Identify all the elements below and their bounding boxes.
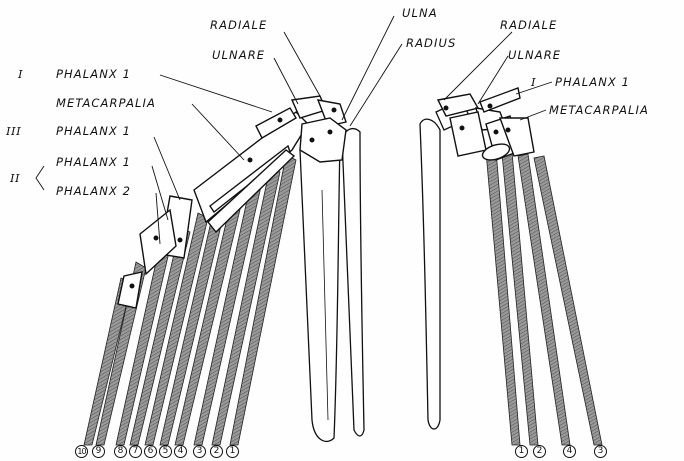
feather-number: 3 — [193, 445, 206, 458]
feather-number: 2 — [210, 445, 223, 458]
right-feathers — [486, 150, 602, 445]
feather-number: 1 — [515, 445, 528, 458]
feather-number: 3 — [594, 445, 607, 458]
label-digit-i-roman-left: I — [18, 68, 23, 81]
feather-number: 8 — [114, 445, 127, 458]
label-digit-i-phalanx-right: PHALANX 1 — [555, 76, 630, 89]
feather-number: 1 — [226, 445, 239, 458]
feather-number: 9 — [92, 445, 105, 458]
feather-number: 7 — [129, 445, 142, 458]
feather-number: 6 — [144, 445, 157, 458]
label-ulnare-left: ULNARE — [212, 49, 265, 62]
feather-number: 4 — [563, 445, 576, 458]
feather-number: 4 — [174, 445, 187, 458]
label-ulna: ULNA — [402, 7, 438, 20]
digit-ii-bracket — [36, 166, 44, 190]
label-digit-i-phalanx-left: PHALANX 1 — [56, 68, 131, 81]
label-digit-ii-phalanx1: PHALANX 1 — [56, 156, 131, 169]
label-radius: RADIUS — [406, 37, 456, 50]
label-digit-ii-roman: II — [10, 172, 20, 185]
label-radiale-left: RADIALE — [210, 19, 267, 32]
label-metacarpalia-left: METACARPALIA — [56, 97, 156, 110]
right-hand-bones — [438, 88, 534, 163]
left-digit-iii-phalanx — [118, 272, 142, 308]
label-ulnare-right: ULNARE — [508, 49, 561, 62]
label-metacarpalia-right: METACARPALIA — [549, 104, 649, 117]
left-feathers — [84, 155, 296, 445]
feather-number: 5 — [159, 445, 172, 458]
left-forearm — [300, 129, 364, 442]
feather-number: 10 — [75, 445, 88, 458]
label-digit-iii-roman: III — [6, 125, 21, 138]
left-radius-bone — [342, 129, 364, 436]
label-digit-i-roman-right: I — [531, 76, 536, 89]
label-digit-ii-phalanx2: PHALANX 2 — [56, 185, 131, 198]
left-ulna-bone — [300, 134, 340, 441]
feather-number: 2 — [533, 445, 546, 458]
right-ulna-bone — [420, 119, 440, 429]
label-radiale-right: RADIALE — [500, 19, 557, 32]
label-digit-iii-phalanx: PHALANX 1 — [56, 125, 131, 138]
